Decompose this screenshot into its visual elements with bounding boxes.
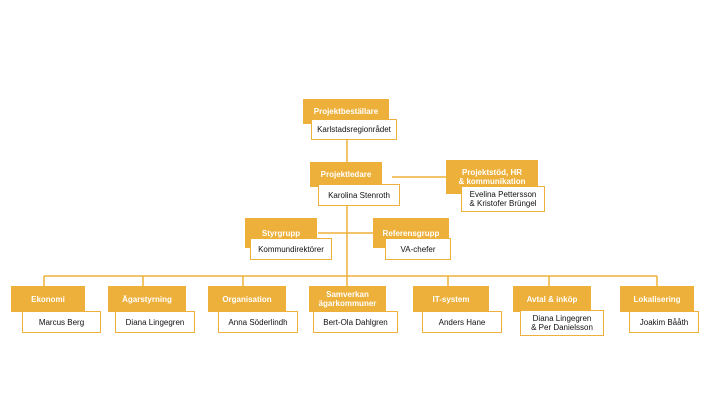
name-label: Evelina Pettersson & Kristofer Brüngel — [461, 186, 545, 212]
role-label: Lokalisering — [620, 286, 694, 312]
role-label: Projektledare — [310, 162, 382, 187]
name-label: Karolina Stenroth — [318, 184, 400, 206]
name-label: Kommundirektörer — [250, 238, 332, 260]
role-label: Organisation — [208, 286, 286, 312]
name-label: Karlstadsregionrådet — [311, 119, 397, 140]
role-label: Avtal & inköp — [513, 286, 591, 312]
name-label: Anders Hane — [422, 311, 502, 333]
name-label: Diana Lingegren & Per Danielsson — [520, 310, 604, 336]
name-label: Marcus Berg — [22, 311, 101, 333]
role-label: Ägarstyrning — [108, 286, 186, 312]
name-label: Anna Söderlindh — [218, 311, 298, 333]
name-label: Diana Lingegren — [115, 311, 195, 333]
role-label: Ekonomi — [11, 286, 85, 312]
role-label: IT-system — [413, 286, 489, 312]
name-label: Joakim Bååth — [629, 311, 699, 333]
role-label: Samverkan ägarkommuner — [309, 286, 386, 312]
name-label: VA-chefer — [385, 238, 451, 260]
name-label: Bert-Ola Dahlgren — [313, 311, 398, 333]
